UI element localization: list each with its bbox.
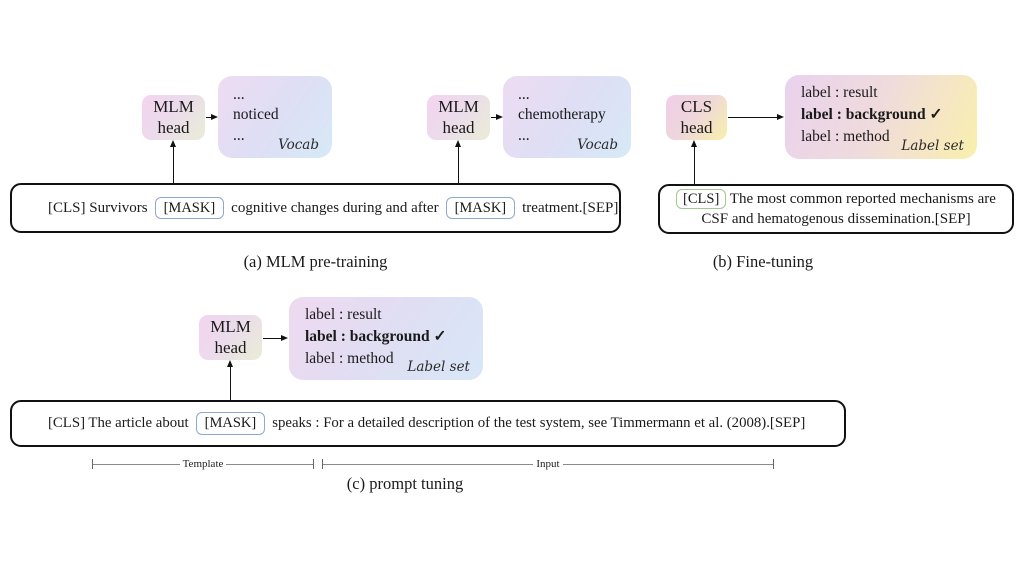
mask-token: [MASK] (445, 196, 516, 220)
arrow-right-icon (491, 114, 503, 121)
sentence-segment: CSF and hematogenous dissemination.[SEP] (701, 210, 971, 227)
vocab-word: noticed (233, 106, 279, 124)
sentence-segment: The most common reported mechanisms are (729, 190, 996, 207)
mlm-head-label: head (157, 117, 190, 137)
vocab-word: chemotherapy (518, 106, 606, 124)
mlm-head-box-c: MLM head (199, 315, 262, 360)
sentence-box-prompt-tuning: [CLS] The article about [MASK] speaks : … (10, 400, 846, 447)
template-span-label: Template (182, 457, 224, 470)
caption-b: (b) Fine-tuning (712, 252, 814, 271)
vocab-ellipsis: ... (233, 126, 245, 144)
arrow-up-icon (170, 140, 177, 197)
cls-head-box: CLS head (666, 95, 727, 140)
mlm-head-label: head (214, 337, 247, 357)
label-row: label : method (801, 128, 890, 145)
label-set-box-b: label : result label : background ✓ labe… (785, 75, 977, 159)
cls-head-label: head (680, 117, 713, 137)
mask-token: [MASK] (154, 196, 225, 220)
mlm-head-label: head (442, 117, 475, 137)
sentence-segment: treatment.[SEP] (522, 199, 619, 216)
vocab-ellipsis: ... (518, 126, 530, 144)
mask-token: [MASK] (195, 412, 266, 435)
label-set-box-c: label : result label : background ✓ labe… (289, 297, 483, 380)
vocab-ellipsis: ... (233, 86, 245, 103)
template-span-bracket: Template (92, 458, 314, 470)
label-row-selected: label : background ✓ (801, 106, 943, 123)
mlm-head-box-a2: MLM head (427, 95, 490, 140)
arrow-right-icon (728, 114, 784, 121)
label-row: label : result (801, 84, 878, 101)
mlm-head-label: MLM (210, 317, 251, 337)
arrow-up-icon (227, 360, 234, 410)
arrow-right-icon (206, 114, 218, 121)
mlm-head-label: MLM (153, 97, 194, 117)
arrow-right-icon (263, 335, 288, 342)
input-span-label: Input (536, 457, 560, 470)
vocab-box-2: ... chemotherapy ... Vocab (503, 76, 631, 158)
caption-c: (c) prompt tuning (346, 474, 464, 493)
cls-head-label: CLS (680, 97, 713, 117)
label-row: label : result (305, 306, 382, 323)
label-set-tag: Label set (901, 138, 964, 154)
arrow-up-icon (455, 140, 462, 197)
vocab-ellipsis: ... (518, 86, 530, 103)
sentence-segment: speaks : For a detailed description of t… (272, 415, 806, 431)
vocab-tag: Vocab (577, 137, 618, 153)
sentence-box-mlm-pretraining: [CLS] Survivors [MASK] cognitive changes… (10, 183, 621, 233)
mlm-head-box-a1: MLM head (142, 95, 205, 140)
cls-token: [CLS] (676, 188, 727, 210)
sentence-box-finetuning: [CLS] The most common reported mechanism… (658, 184, 1014, 234)
sentence-segment: cognitive changes during and after (231, 199, 439, 216)
caption-a: (a) MLM pre-training (243, 252, 388, 271)
label-row: label : method (305, 350, 394, 367)
arrow-up-icon (691, 140, 698, 190)
vocab-box-1: ... noticed ... Vocab (218, 76, 332, 158)
label-row-selected: label : background ✓ (305, 328, 447, 345)
vocab-tag: Vocab (278, 137, 319, 153)
label-set-tag: Label set (407, 359, 470, 375)
sentence-segment: [CLS] The article about (48, 415, 189, 431)
mlm-head-label: MLM (438, 97, 479, 117)
sentence-segment: [CLS] Survivors (48, 199, 148, 216)
input-span-bracket: Input (322, 457, 775, 470)
